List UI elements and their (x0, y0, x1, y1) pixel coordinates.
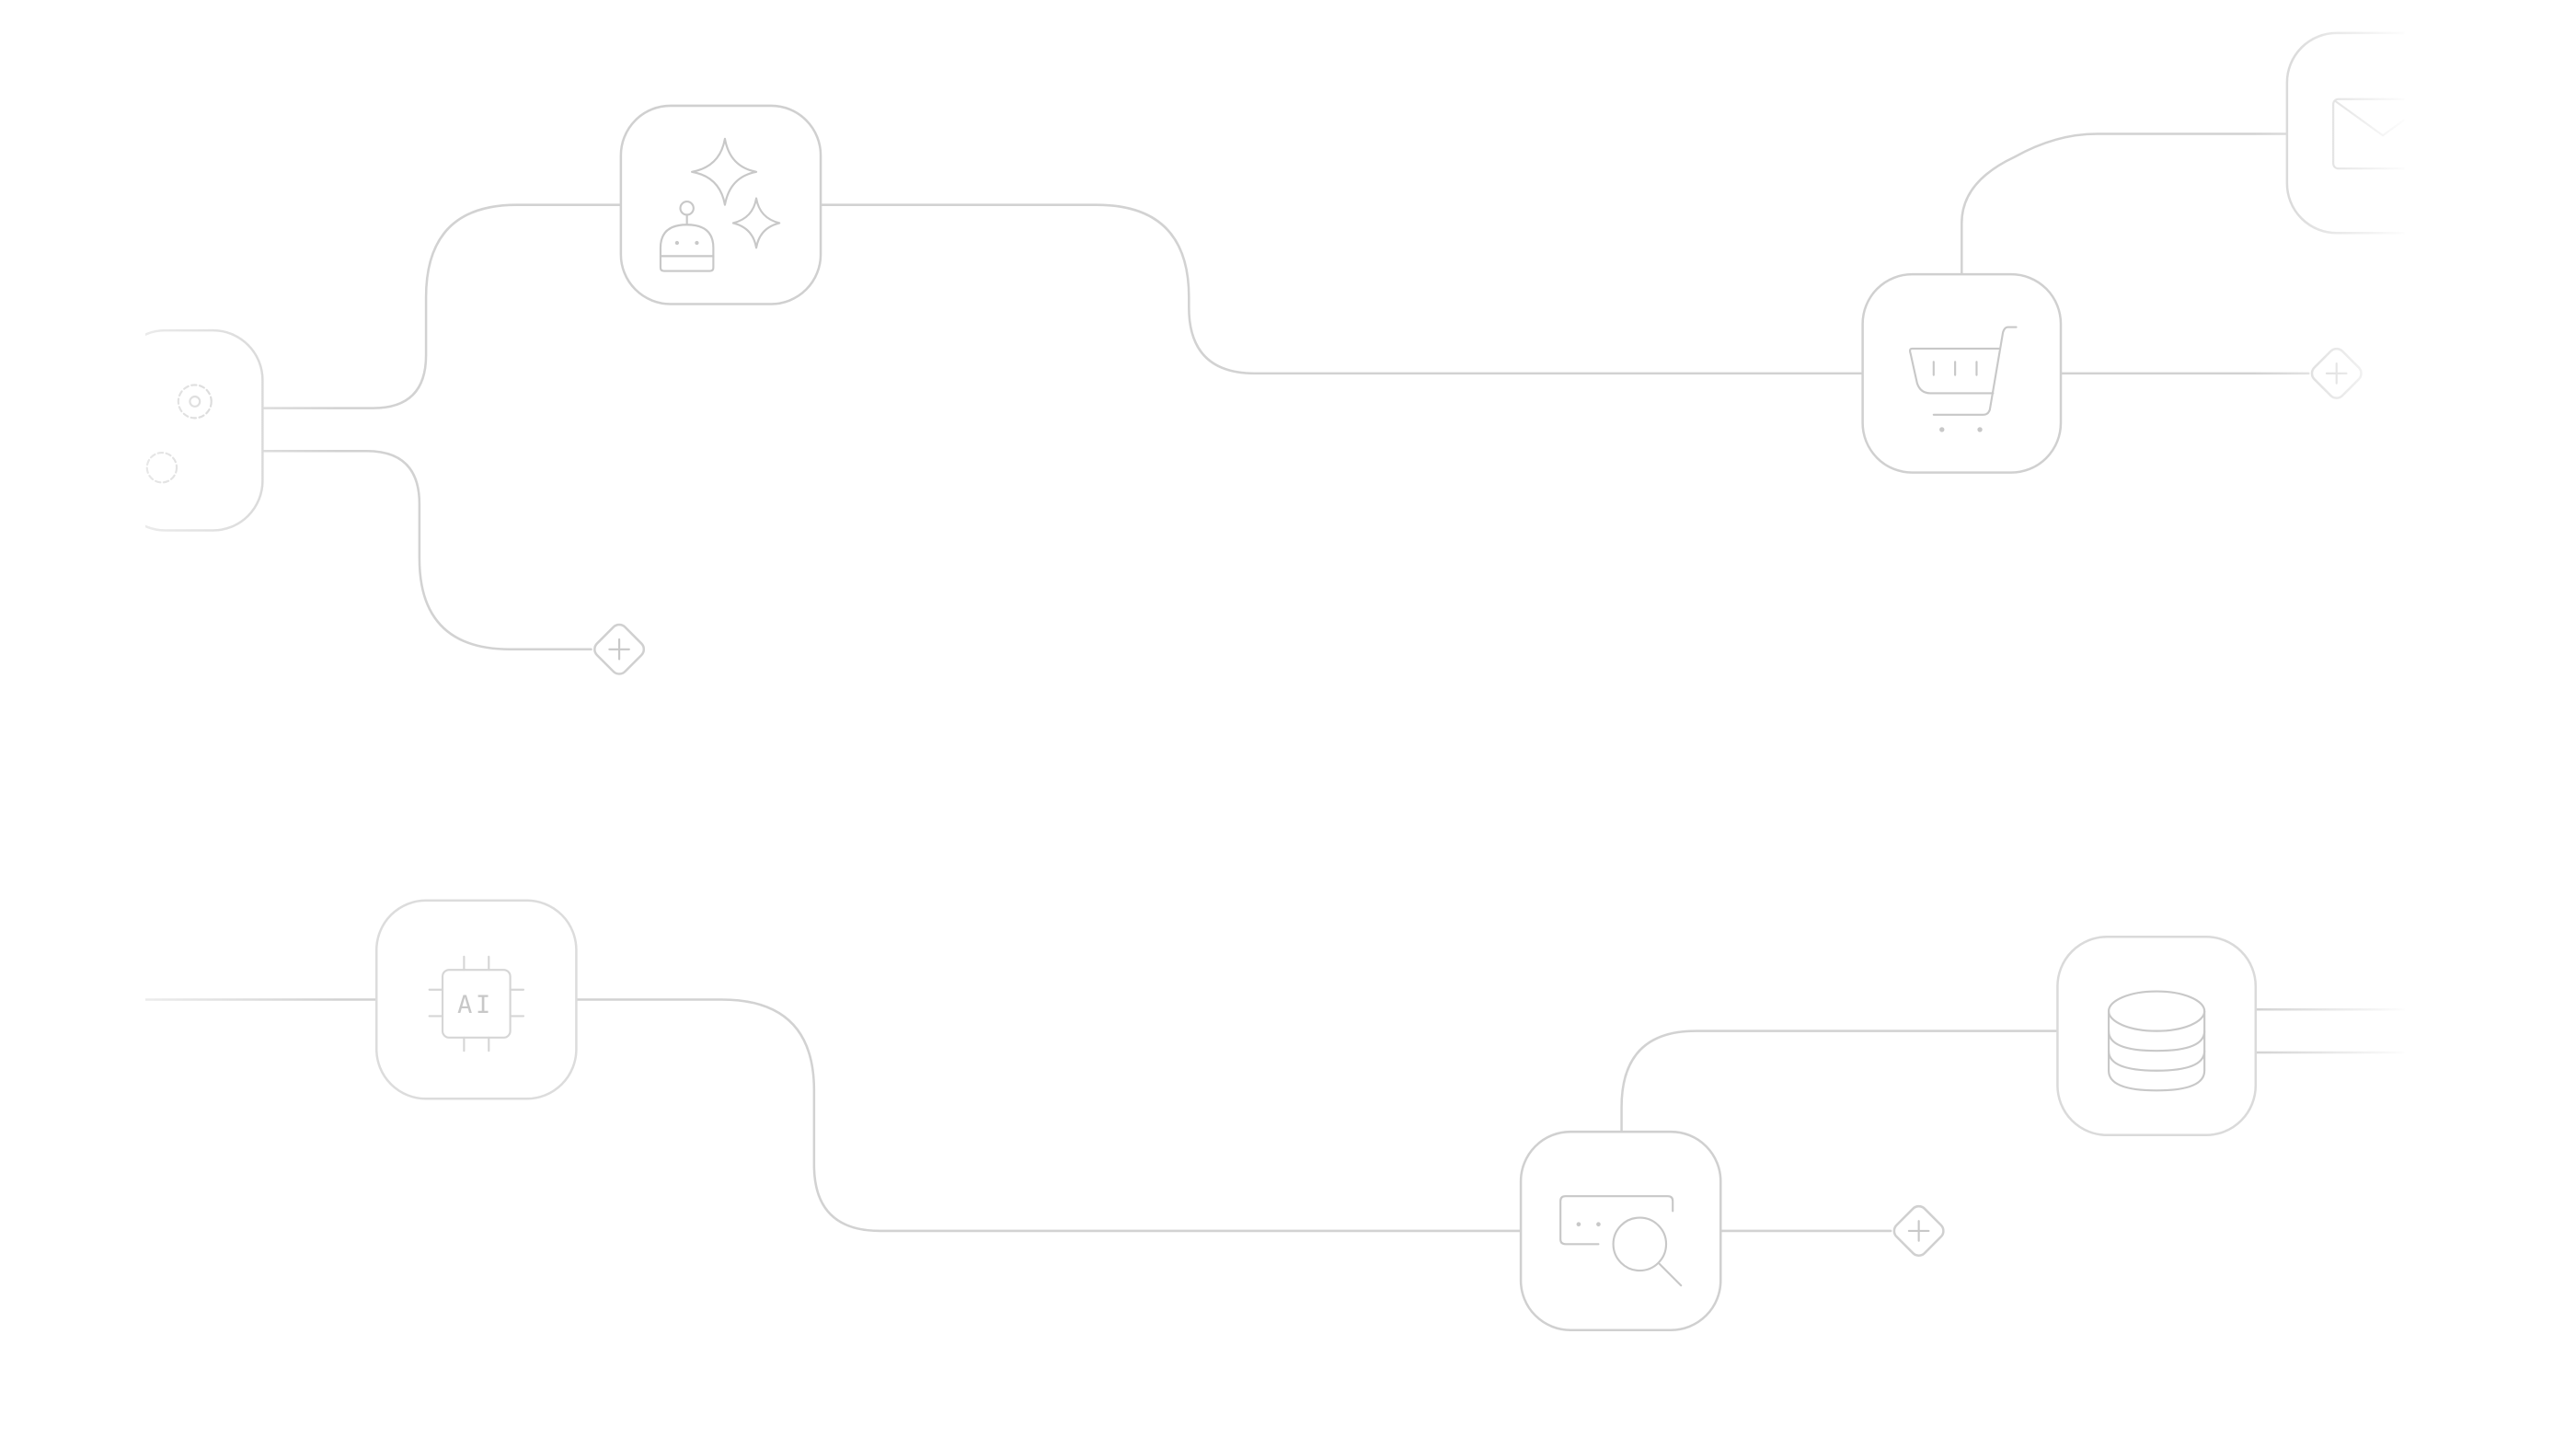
plus-icon (608, 638, 630, 661)
connector-gear-to-robot (261, 203, 623, 409)
node-ai-chip[interactable]: AI (374, 899, 578, 1100)
node-ai-robot[interactable] (619, 104, 822, 305)
connector-search-to-database (1620, 1029, 2059, 1133)
node-search[interactable] (1519, 1130, 1722, 1331)
node-cart[interactable] (1861, 272, 2063, 474)
add-step-button[interactable] (1891, 1202, 1947, 1259)
node-database[interactable] (2056, 936, 2258, 1137)
connector-cart-to-mail (1961, 132, 2289, 276)
mask-left (0, 0, 145, 1449)
sparkles-icon (690, 137, 781, 249)
ai-chip-icon: AI (428, 955, 525, 1052)
robot-icon (659, 201, 715, 272)
plus-icon (1907, 1220, 1930, 1242)
database-icon (2107, 990, 2206, 1092)
connector-robot-to-cart (819, 203, 1864, 375)
connector-chip-to-search (575, 998, 1523, 1233)
add-step-button[interactable] (592, 621, 648, 677)
mask-right (2404, 0, 2576, 1449)
fade-right (2254, 0, 2411, 1449)
search-window-icon (1559, 1195, 1683, 1287)
shopping-cart-icon (1909, 326, 2018, 432)
connector-gear-to-add (261, 450, 592, 651)
ai-chip-label: AI (457, 991, 494, 1019)
